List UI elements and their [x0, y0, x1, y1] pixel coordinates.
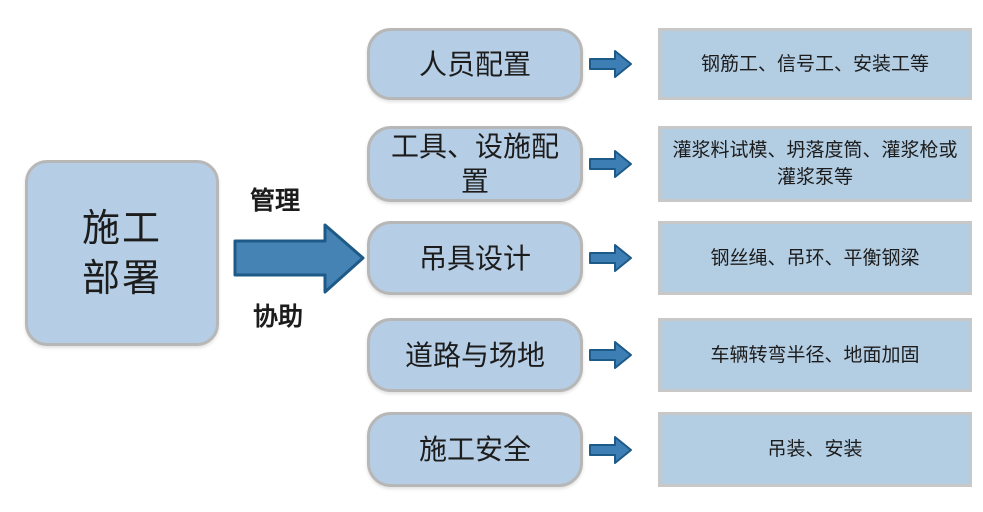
category-label: 道路与场地 [404, 338, 545, 372]
detail-label: 灌浆料试模、坍落度筒、灌浆枪或灌浆泵等 [672, 139, 958, 188]
root-label-line2: 部署 [81, 256, 162, 300]
flow-row: 工具、设施配置 灌浆料试模、坍落度筒、灌浆枪或灌浆泵等 [367, 126, 972, 202]
root-node: 施工 部署 [25, 160, 219, 346]
flow-row: 吊具设计 钢丝绳、吊环、平衡钢梁 [367, 221, 972, 295]
flow-row: 人员配置 钢筋工、信号工、安装工等 [367, 28, 972, 100]
detail-node-personnel: 钢筋工、信号工、安装工等 [658, 28, 972, 100]
detail-node-safety-items: 吊装、安装 [658, 412, 972, 487]
root-label-line1: 施工 [81, 205, 162, 250]
category-label: 人员配置 [418, 47, 531, 81]
connector-arrow-icon [589, 50, 632, 78]
detail-node-site-requirements: 车辆转弯半径、地面加固 [658, 318, 972, 392]
main-arrow-icon [233, 223, 365, 294]
detail-node-grouting-equipment: 灌浆料试模、坍落度筒、灌浆枪或灌浆泵等 [658, 126, 972, 202]
manage-label: 管理 [250, 186, 301, 215]
connector-arrow-icon [589, 244, 632, 272]
detail-node-rigging-items: 钢丝绳、吊环、平衡钢梁 [658, 221, 972, 295]
detail-label: 车辆转弯半径、地面加固 [710, 343, 920, 366]
category-node-construction-safety: 施工安全 [367, 412, 583, 487]
flow-row: 道路与场地 车辆转弯半径、地面加固 [367, 318, 972, 392]
category-node-personnel: 人员配置 [367, 28, 583, 100]
category-node-rigging-design: 吊具设计 [367, 221, 583, 295]
connector-arrow-icon [589, 150, 632, 178]
detail-label: 钢筋工、信号工、安装工等 [700, 52, 929, 75]
category-node-roads-site: 道路与场地 [367, 318, 583, 392]
connector-arrow-icon [589, 435, 632, 464]
connector-arrow-icon [589, 341, 632, 369]
detail-label: 钢丝绳、吊环、平衡钢梁 [710, 246, 920, 269]
category-label: 吊具设计 [418, 241, 531, 275]
category-label: 工具、设施配置 [390, 130, 559, 198]
flow-row: 施工安全 吊装、安装 [367, 412, 972, 487]
category-node-tools-facilities: 工具、设施配置 [367, 126, 583, 202]
assist-label: 协助 [253, 302, 304, 331]
detail-label: 吊装、安装 [767, 438, 863, 461]
category-label: 施工安全 [418, 433, 531, 466]
